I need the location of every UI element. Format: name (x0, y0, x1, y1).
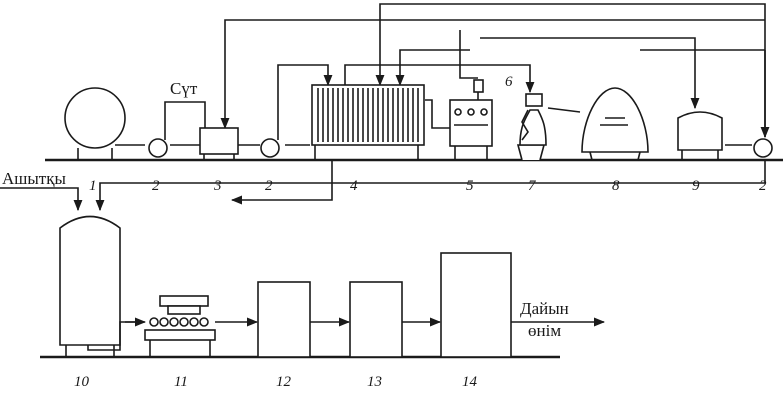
starter-label: Ашытқы (2, 169, 66, 188)
number-13: 13 (367, 374, 382, 390)
number-2-right: 2 (759, 178, 767, 194)
unit-13 (349, 281, 403, 358)
unit-5 (449, 99, 493, 160)
number-11: 11 (174, 374, 188, 390)
pump-2-middle (260, 138, 280, 161)
fermentation-tank-10 (59, 215, 135, 357)
bottle-icon (199, 317, 209, 327)
device-6 (473, 79, 484, 93)
milk-label: Сүт (170, 79, 198, 98)
number-4: 4 (350, 178, 358, 194)
tank-9 (677, 111, 723, 160)
separator-7 (516, 93, 547, 161)
number-1: 1 (89, 178, 97, 194)
number-10: 10 (74, 374, 90, 390)
product-label-line2: өнім (528, 321, 561, 340)
number-12: 12 (276, 374, 292, 390)
heat-exchanger-4 (311, 84, 425, 160)
pump-2-right (753, 138, 773, 161)
number-2-left: 2 (152, 178, 160, 194)
product-label-line1: Дайын (520, 299, 569, 318)
bottle-icon (189, 317, 199, 327)
number-5: 5 (466, 178, 474, 194)
bottle-icon (149, 317, 159, 327)
storage-tank-1 (64, 87, 126, 160)
number-3: 3 (213, 178, 222, 194)
pump-2-left (148, 138, 168, 161)
unit-14 (440, 252, 512, 358)
bottle-icon (169, 317, 179, 327)
number-8: 8 (612, 178, 620, 194)
filling-machine-11 (144, 295, 216, 357)
bottle-icon (179, 317, 189, 327)
number-9: 9 (692, 178, 700, 194)
vessel-8 (581, 87, 649, 161)
pipeline-network (0, 3, 770, 212)
number-2-middle: 2 (265, 178, 273, 194)
number-14: 14 (462, 374, 478, 390)
unit-12 (257, 281, 311, 358)
tank-3 (199, 127, 239, 160)
bottle-icon (159, 317, 169, 327)
number-7: 7 (528, 178, 537, 194)
number-6: 6 (505, 74, 513, 90)
